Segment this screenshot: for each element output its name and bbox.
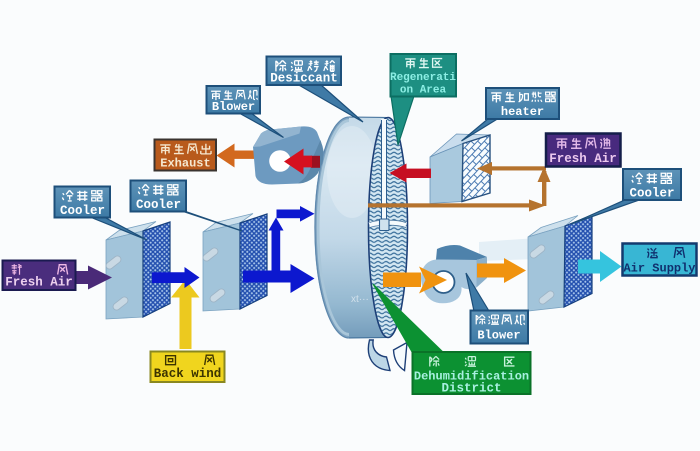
svg-text:Cooler: Cooler xyxy=(136,198,181,212)
svg-text:Blower: Blower xyxy=(212,100,255,114)
svg-text:xt···: xt··· xyxy=(351,294,369,305)
svg-text:Dehumidification: Dehumidification xyxy=(414,370,529,384)
svg-text:on Area: on Area xyxy=(400,85,447,97)
svg-text:Fresh Air: Fresh Air xyxy=(5,276,73,290)
svg-text:Cooler: Cooler xyxy=(629,187,674,201)
svg-text:District: District xyxy=(441,382,501,396)
svg-text:Exhaust: Exhaust xyxy=(160,157,210,171)
svg-text:Blower: Blower xyxy=(477,329,520,343)
svg-text:Back wind: Back wind xyxy=(154,367,222,381)
svg-text:heater: heater xyxy=(501,105,544,119)
svg-text:Cooler: Cooler xyxy=(60,204,105,218)
svg-text:Fresh Air: Fresh Air xyxy=(549,152,617,166)
svg-text:Air Supply: Air Supply xyxy=(623,262,695,276)
svg-text:Regenerati: Regenerati xyxy=(390,72,456,84)
svg-text:Desiccant: Desiccant xyxy=(270,72,338,86)
